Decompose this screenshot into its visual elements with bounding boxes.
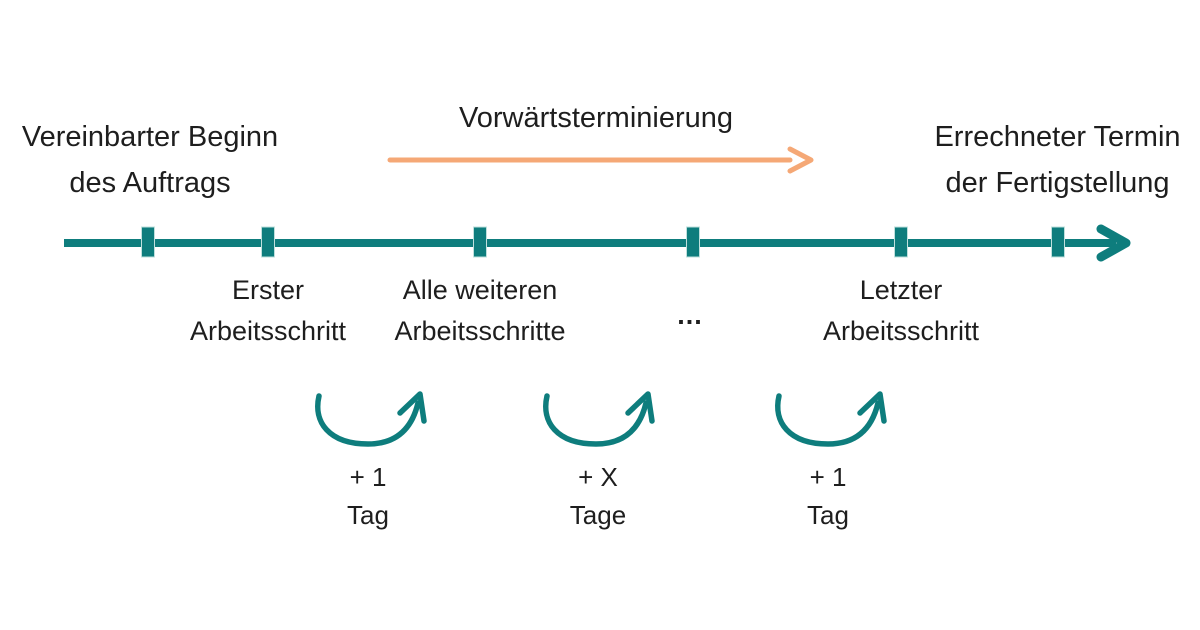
duration-value: + X xyxy=(578,462,618,492)
duration-unit: Tag xyxy=(807,500,849,530)
arc-shaft xyxy=(315,393,421,447)
day-increment-arrow-icon xyxy=(315,391,427,447)
arc-shaft xyxy=(543,393,649,447)
timeline-tick xyxy=(141,226,155,258)
step-further-line1: Alle weiteren xyxy=(402,275,558,305)
forward-arrow-head-icon xyxy=(787,146,814,174)
timeline-axis xyxy=(64,224,1131,262)
day-increment-arrow-icon xyxy=(543,391,655,447)
arc-arrowhead-icon xyxy=(397,391,427,424)
duration-value: + 1 xyxy=(349,462,387,492)
start-of-order-label: Vereinbarter Beginn des Auftrags xyxy=(0,114,300,206)
timeline-tick xyxy=(686,226,700,258)
step-ellipsis: ... xyxy=(677,300,703,330)
step-label-last: Letzter Arbeitsschritt xyxy=(751,270,1051,352)
start-of-order-line2: des Auftrags xyxy=(69,167,231,199)
step-label-first: Erster Arbeitsschritt xyxy=(118,270,418,352)
step-first-line1: Erster xyxy=(231,275,304,305)
duration-unit: Tage xyxy=(569,500,627,530)
forward-direction-arrow-icon xyxy=(387,146,814,174)
duration-label: + X Tage xyxy=(523,458,673,534)
duration-label: + 1 Tag xyxy=(293,458,443,534)
timeline-tick xyxy=(473,226,487,258)
forward-scheduling-title: Vorwärtsterminierung xyxy=(459,102,733,134)
completion-date-line1: Errechneter Termin xyxy=(934,121,1181,153)
timeline-tick xyxy=(894,226,908,258)
duration-value: + 1 xyxy=(809,462,847,492)
completion-date-label: Errechneter Termin der Fertigstellung xyxy=(910,114,1200,206)
timeline-tick xyxy=(1051,226,1065,258)
step-further-line2: Arbeitsschritte xyxy=(394,316,566,346)
step-label-further: Alle weiteren Arbeitsschritte xyxy=(330,270,630,352)
timeline-arrowhead-icon xyxy=(1096,224,1131,262)
completion-date-line2: der Fertigstellung xyxy=(945,167,1170,199)
duration-label: + 1 Tag xyxy=(753,458,903,534)
arc-arrowhead-icon xyxy=(625,391,655,424)
duration-unit: Tag xyxy=(347,500,389,530)
arc-arrowhead-icon xyxy=(857,391,887,424)
timeline-tick xyxy=(261,226,275,258)
step-last-line2: Arbeitsschritt xyxy=(822,316,980,346)
day-increment-arrow-icon xyxy=(775,391,887,447)
arc-shaft xyxy=(775,393,881,447)
start-of-order-line1: Vereinbarter Beginn xyxy=(21,121,279,153)
step-first-line2: Arbeitsschritt xyxy=(189,316,347,346)
step-last-line1: Letzter xyxy=(859,275,943,305)
